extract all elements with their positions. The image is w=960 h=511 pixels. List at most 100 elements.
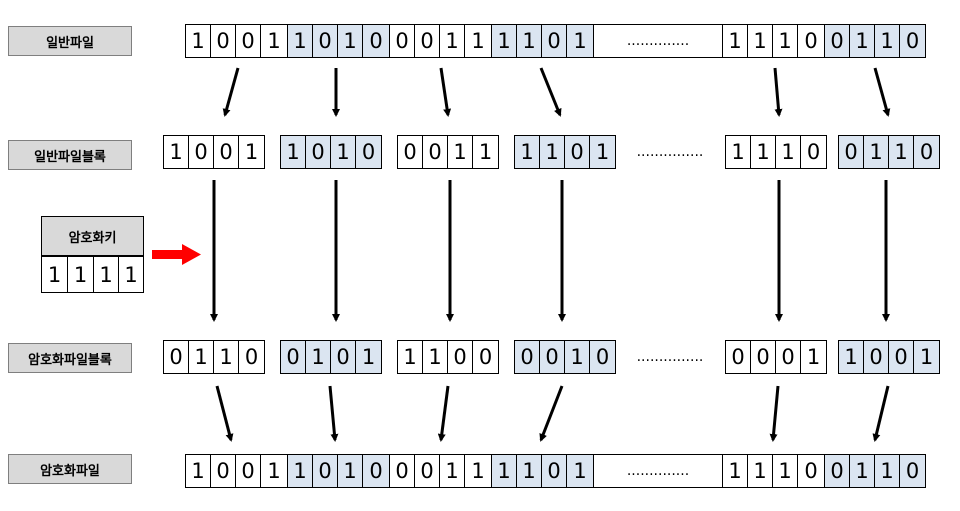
split-arrow	[773, 67, 783, 117]
bit-cell: 1	[863, 135, 889, 169]
bit-cell: 1	[849, 454, 875, 488]
bit-cell: 1	[564, 340, 590, 374]
bit-cell: 1	[185, 454, 211, 488]
merge-arrow	[328, 385, 339, 442]
bit-cell: 0	[362, 24, 390, 58]
bit-cell: 1	[516, 24, 542, 58]
bit-cell: 0	[775, 340, 801, 374]
merge-arrow	[539, 385, 564, 442]
bit-cell: 1	[772, 24, 798, 58]
bit-cell: 0	[397, 135, 423, 169]
bit-cell: 1	[355, 340, 382, 374]
bit-cell: 1	[439, 24, 465, 58]
encrypted-file-label: 암호화파일	[8, 454, 132, 484]
bit-cell: 0	[899, 24, 926, 58]
bit-cell: 0	[913, 135, 940, 169]
split-arrow	[873, 67, 891, 117]
merge-arrow	[437, 385, 450, 442]
ellipsis: ...............	[636, 144, 704, 160]
bit-cell: 1	[722, 24, 748, 58]
ellipsis: ..............	[593, 24, 723, 58]
bit-cell: 0	[797, 454, 825, 488]
bit-cell: 1	[516, 454, 542, 488]
bit-cell: 0	[838, 135, 864, 169]
ellipsis: ..............	[593, 454, 723, 488]
bit-cell: 0	[589, 340, 616, 374]
bit-cell: 0	[539, 340, 565, 374]
bit-cell: 1	[464, 454, 492, 488]
bit-cell: 1	[491, 24, 517, 58]
bit-cell: 1	[747, 454, 773, 488]
merge-arrow	[872, 385, 890, 442]
bit-cell: 1	[491, 454, 517, 488]
bit-cell: 1	[280, 135, 306, 169]
bit-cell: 0	[312, 454, 338, 488]
bit-cell: 0	[422, 135, 448, 169]
key-bit: 1	[118, 256, 144, 293]
split-arrow	[439, 67, 452, 117]
plain-file-label: 일반파일	[8, 26, 132, 56]
bit-cell: 0	[863, 340, 889, 374]
bit-cell: 1	[589, 135, 616, 169]
bit-cell: 1	[238, 135, 265, 169]
bit-cell: 1	[874, 454, 900, 488]
bit-cell: 1	[913, 340, 940, 374]
bit-cell: 0	[235, 454, 261, 488]
key-bit: 1	[93, 256, 119, 293]
bit-cell: 1	[775, 135, 801, 169]
bit-cell: 1	[439, 454, 465, 488]
bit-cell: 0	[447, 340, 473, 374]
bit-cell: 0	[235, 24, 261, 58]
bit-cell: 0	[238, 340, 265, 374]
ellipsis: ...............	[636, 349, 704, 365]
bit-cell: 1	[185, 24, 211, 58]
bit-cell: 0	[389, 454, 415, 488]
bit-cell: 0	[280, 340, 306, 374]
bit-cell: 1	[566, 24, 594, 58]
bit-cell: 0	[899, 454, 926, 488]
bit-cell: 0	[564, 135, 590, 169]
bit-cell: 1	[800, 340, 827, 374]
bit-cell: 0	[824, 24, 850, 58]
bit-cell: 0	[305, 135, 331, 169]
bit-cell: 0	[800, 135, 827, 169]
bit-cell: 0	[541, 24, 567, 58]
bit-cell: 0	[414, 24, 440, 58]
bit-cell: 1	[287, 24, 313, 58]
encrypted-blocks-label: 암호화파일블록	[8, 343, 132, 373]
merge-arrow	[215, 385, 234, 442]
bit-cell: 1	[260, 24, 288, 58]
bit-cell: 1	[472, 135, 499, 169]
bit-cell: 1	[566, 454, 594, 488]
bit-cell: 1	[849, 24, 875, 58]
bit-cell: 0	[414, 454, 440, 488]
bit-cell: 0	[213, 135, 239, 169]
bit-cell: 1	[750, 135, 776, 169]
split-arrow	[539, 67, 562, 117]
bit-cell: 0	[824, 454, 850, 488]
key-bit: 1	[67, 256, 94, 293]
bit-cell: 1	[188, 340, 214, 374]
bit-cell: 1	[539, 135, 565, 169]
bit-cell: 0	[389, 24, 415, 58]
bit-cell: 1	[838, 340, 864, 374]
bit-cell: 1	[514, 135, 540, 169]
bit-cell: 1	[888, 135, 914, 169]
bit-cell: 0	[750, 340, 776, 374]
bit-cell: 1	[260, 454, 288, 488]
plain-blocks-label: 일반파일블록	[8, 140, 132, 170]
split-arrow	[222, 67, 240, 117]
bit-cell: 1	[725, 135, 751, 169]
bit-cell: 1	[305, 340, 331, 374]
bit-cell: 1	[772, 454, 798, 488]
key-apply-arrow	[152, 244, 201, 265]
encryption-key-title: 암호화키	[41, 216, 144, 256]
bit-cell: 1	[163, 135, 189, 169]
merge-arrow	[769, 385, 780, 442]
bit-cell: 1	[447, 135, 473, 169]
bit-cell: 0	[355, 135, 382, 169]
bit-cell: 0	[210, 24, 236, 58]
bit-cell: 0	[472, 340, 499, 374]
